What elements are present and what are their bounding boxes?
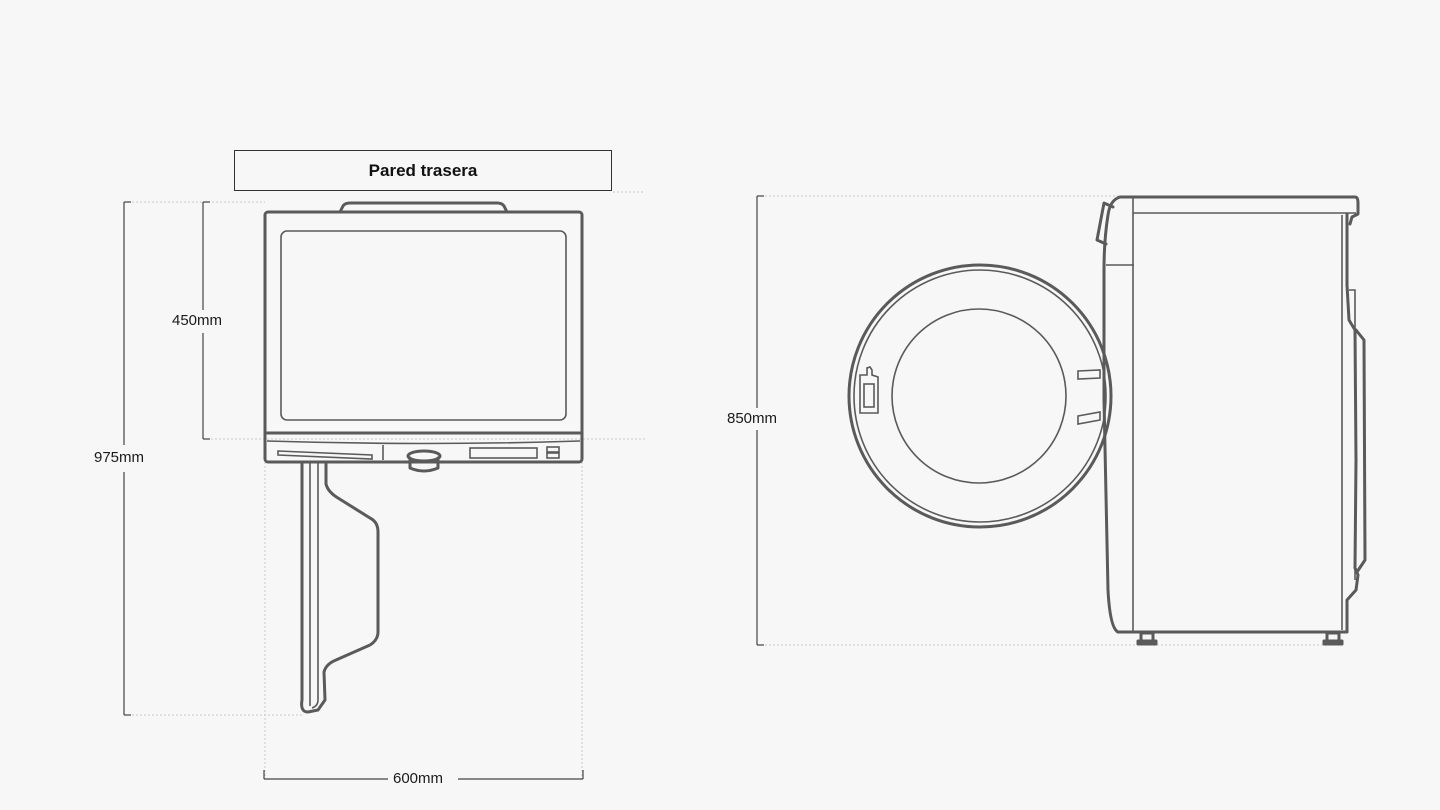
dimension-850 — [756, 195, 764, 646]
width-label: 600mm — [390, 770, 447, 788]
dimension-450 — [202, 201, 210, 440]
depth-body-label: 450mm — [169, 312, 226, 330]
dimension-600 — [263, 770, 584, 780]
top-view-machine — [263, 201, 584, 714]
height-label: 850mm — [724, 410, 781, 428]
rear-wall-label: Pared trasera — [234, 150, 612, 191]
depth-door-open-label: 975mm — [91, 449, 148, 467]
dimension-975 — [123, 201, 131, 716]
guide-lines — [124, 191, 1345, 779]
side-view-machine — [847, 195, 1367, 646]
